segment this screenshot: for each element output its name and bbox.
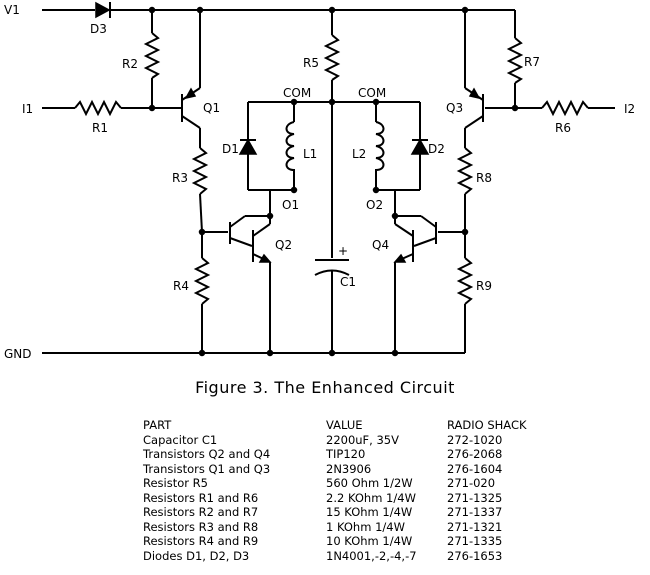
label-c1: C1 [340, 275, 356, 289]
label-q4: Q4 [372, 238, 389, 252]
label-r4: R4 [173, 279, 189, 293]
part-cell: Diodes D1, D2, D3 [143, 548, 250, 563]
part-cell: Resistors R1 and R6 [143, 490, 259, 505]
table-row: Transistors Q2 and Q4 TIP120 276-2068 [143, 447, 527, 462]
diode-d2 [376, 102, 430, 191]
label-o1: O1 [282, 198, 299, 212]
catalog-cell: 271-020 [447, 476, 496, 490]
transistor-q1 [181, 10, 201, 148]
circuit-schematic: V1 D3 GND R2 I1 R1 Q1 R3 [4, 1, 635, 361]
value-cell: 1 KOhm 1/4W [326, 519, 405, 534]
q2-base-node [198, 228, 228, 258]
diode-d3 [95, 1, 111, 19]
label-r9: R9 [476, 279, 492, 293]
resistor-r2 [143, 10, 161, 108]
label-l1: L1 [303, 147, 317, 161]
part-cell: Transistors Q1 and Q3 [143, 461, 271, 476]
label-l2: L2 [352, 147, 366, 161]
table-row: Resistor R5 560 Ohm 1/2W 271-020 [143, 476, 527, 491]
value-cell: 2N3906 [326, 461, 372, 476]
diode-d1 [238, 102, 294, 191]
transistor-q4 [391, 190, 465, 353]
part-cell: Resistors R4 and R9 [143, 534, 259, 548]
value-cell: 15 KOhm 1/4W [326, 505, 413, 519]
com-bus [248, 98, 420, 106]
value-cell: 1N4001,-2,-4,-7 [326, 548, 417, 563]
label-d1: D1 [222, 142, 239, 156]
table-row: Resistors R2 and R7 15 KOhm 1/4W 271-133… [143, 505, 527, 520]
catalog-cell: 276-1604 [447, 461, 503, 476]
catalog-cell: 271-1321 [447, 519, 503, 534]
label-q2: Q2 [275, 238, 292, 252]
catalog-cell: 276-1653 [447, 548, 503, 563]
ground-rail [42, 349, 465, 357]
capacitor-c1 [314, 259, 350, 353]
resistor-r7 [506, 10, 524, 108]
value-cell: 560 Ohm 1/2W [326, 476, 413, 490]
catalog-cell: 271-1337 [447, 505, 503, 519]
table-row: Capacitor C1 2200uF, 35V 272-1020 [143, 433, 527, 448]
transistor-q2 [229, 190, 274, 353]
part-cell: Resistors R3 and R8 [143, 519, 259, 534]
label-r3: R3 [172, 171, 188, 185]
catalog-cell: 272-1020 [447, 432, 503, 447]
resistor-r6 [485, 99, 615, 117]
resistor-r1 [42, 99, 182, 117]
table-row: Resistors R4 and R9 10 KOhm 1/4W 271-133… [143, 534, 527, 549]
resistor-r8 [456, 128, 474, 258]
label-d3: D3 [90, 22, 107, 36]
label-r6: R6 [555, 121, 571, 135]
part-cell: Capacitor C1 [143, 432, 218, 447]
value-cell: 2200uF, 35V [326, 432, 399, 447]
label-r1: R1 [92, 121, 108, 135]
resistor-r3 [191, 147, 209, 233]
label-q1: Q1 [203, 101, 220, 115]
label-gnd: GND [4, 347, 32, 361]
parts-table: PART VALUE RADIO SHACK Capacitor C1 2200… [143, 418, 527, 563]
figure-caption: Figure 3. The Enhanced Circuit [195, 378, 455, 397]
table-row: Transistors Q1 and Q3 2N3906 276-1604 [143, 462, 527, 477]
catalog-cell: 271-1325 [447, 490, 503, 505]
label-o2: O2 [366, 198, 383, 212]
transistor-q3 [464, 10, 484, 129]
table-row: Diodes D1, D2, D3 1N4001,-2,-4,-7 276-16… [143, 549, 527, 564]
part-cell: Resistors R2 and R7 [143, 505, 259, 519]
parts-table-header: PART VALUE RADIO SHACK [143, 418, 527, 433]
resistor-r9 [456, 257, 474, 353]
label-c1-plus: + [338, 244, 348, 258]
catalog-cell: 271-1335 [447, 534, 503, 548]
header-radio-shack: RADIO SHACK [447, 418, 527, 432]
label-r5: R5 [303, 56, 319, 70]
table-row: Resistors R1 and R6 2.2 KOhm 1/4W 271-13… [143, 491, 527, 506]
resistor-r5 [323, 10, 341, 258]
part-cell: Transistors Q2 and Q4 [143, 447, 271, 461]
value-cell: 2.2 KOhm 1/4W [326, 490, 416, 505]
label-v1: V1 [4, 3, 20, 17]
label-com-left: COM [283, 86, 311, 100]
label-q3: Q3 [446, 101, 463, 115]
header-part: PART [143, 418, 172, 432]
catalog-cell: 276-2068 [447, 447, 503, 461]
label-i1: I1 [22, 102, 33, 116]
label-r8: R8 [476, 171, 492, 185]
label-d2: D2 [428, 142, 445, 156]
top-rail [42, 6, 515, 14]
value-cell: TIP120 [326, 447, 366, 461]
label-r7: R7 [524, 55, 540, 69]
inductor-l1 [285, 102, 298, 194]
value-cell: 10 KOhm 1/4W [326, 534, 413, 548]
label-i2: I2 [624, 102, 635, 116]
resistor-r4 [193, 257, 211, 353]
label-com-right: COM [358, 86, 386, 100]
table-row: Resistors R3 and R8 1 KOhm 1/4W 271-1321 [143, 520, 527, 535]
header-value: VALUE [326, 418, 363, 432]
inductor-l2 [372, 102, 385, 194]
part-cell: Resistor R5 [143, 476, 208, 490]
label-r2: R2 [122, 57, 138, 71]
